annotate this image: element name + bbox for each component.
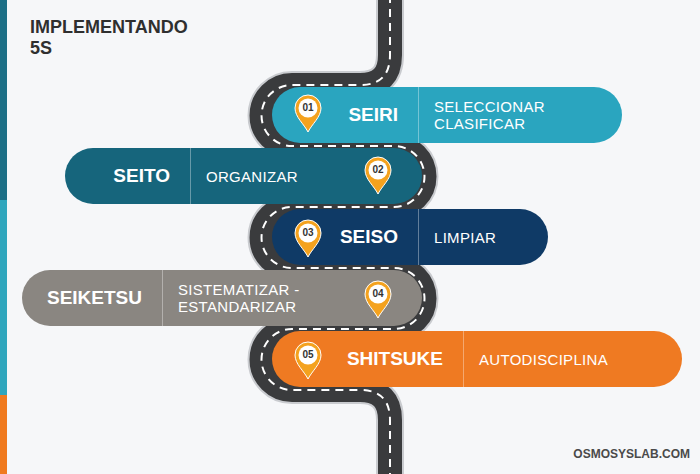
step-description: SELECCIONAR CLASIFICAR — [434, 98, 564, 132]
callout-number: 02 — [368, 163, 388, 177]
step-pill: SEITO ORGANIZAR — [65, 148, 422, 204]
step-pill: SEIRI SELECCIONAR CLASIFICAR — [272, 87, 622, 143]
divider-line — [418, 209, 419, 265]
side-stripe — [0, 200, 7, 395]
callout-number: 01 — [298, 101, 318, 115]
step-name: SEISO — [340, 226, 398, 248]
divider-line — [463, 331, 464, 387]
callout-number: 05 — [298, 348, 318, 362]
step-name: SEIRI — [348, 104, 398, 126]
divider-line — [190, 148, 191, 204]
divider-line — [162, 270, 163, 326]
step-description: ORGANIZAR — [206, 168, 298, 185]
step-pill: SEIKETSU SISTEMATIZAR - ESTANDARIZAR — [22, 270, 422, 326]
callout-number: 04 — [368, 287, 388, 301]
title: IMPLEMENTANDO 5S — [30, 17, 208, 59]
side-stripe — [0, 395, 7, 474]
step-description: SISTEMATIZAR - ESTANDARIZAR — [178, 281, 306, 315]
step-name: SEIKETSU — [47, 287, 142, 309]
divider-line — [418, 87, 419, 143]
watermark: OSMOSYSLAB.COM — [560, 447, 690, 461]
step-pill: SHITSUKE AUTODISCIPLINA — [272, 331, 682, 387]
side-stripe — [0, 0, 7, 200]
step-name: SEITO — [113, 165, 170, 187]
step-description: LIMPIAR — [434, 229, 496, 246]
step-name: SHITSUKE — [347, 348, 443, 370]
step-description: AUTODISCIPLINA — [479, 351, 608, 368]
callout-number: 03 — [298, 226, 318, 240]
